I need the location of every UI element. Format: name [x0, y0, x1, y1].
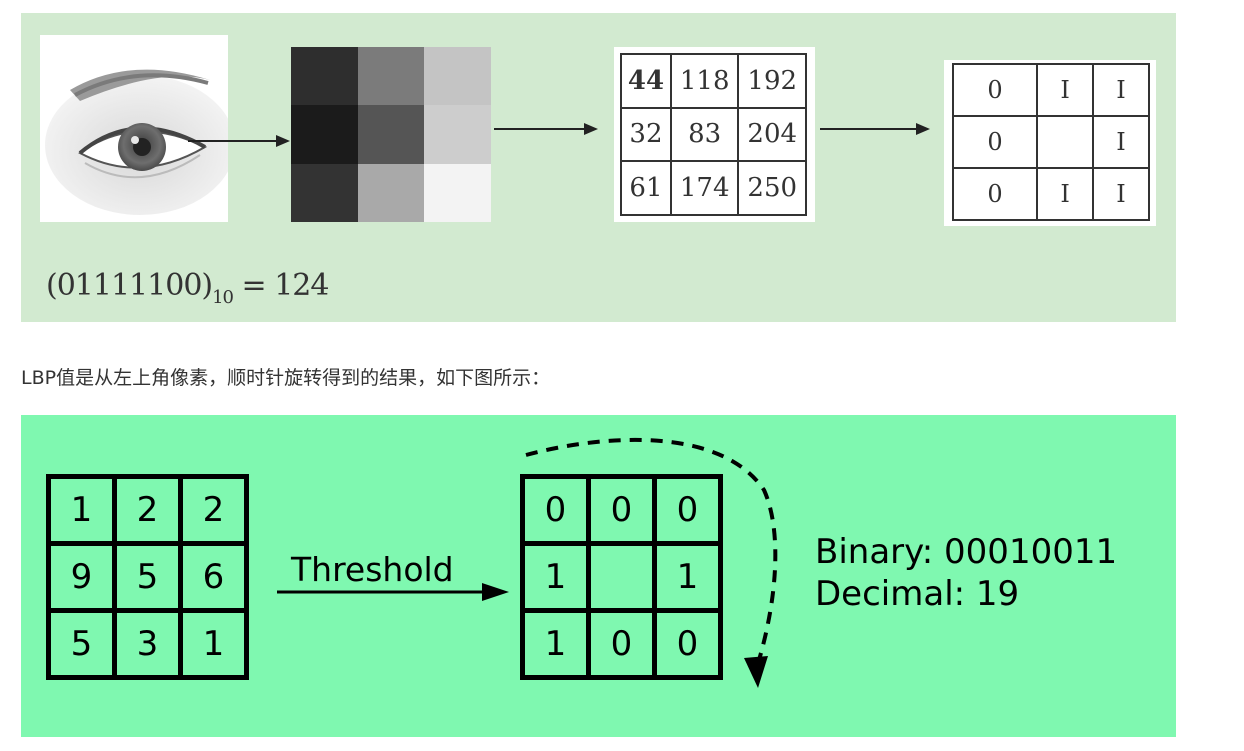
arrow-icon [494, 123, 598, 135]
input-cell: 2 [112, 474, 183, 546]
input-cell: 5 [46, 608, 117, 680]
decimal-result: Decimal: 19 [815, 574, 1020, 614]
gray-cell [291, 105, 358, 164]
binary-cell: 0 [951, 63, 1039, 117]
threshold-label: Threshold [291, 550, 454, 589]
gray-cell [357, 47, 425, 106]
gray-cell [424, 163, 491, 222]
binary-cell: I [1036, 63, 1095, 117]
result-text: Binary: 00010011 Decimal: 19 [815, 531, 1117, 615]
input-cell: 9 [46, 541, 117, 613]
binary-cell: I [1036, 167, 1095, 221]
output-cell: 1 [520, 541, 591, 613]
grayscale-patch [291, 47, 491, 222]
pixel-cell: 250 [737, 160, 807, 216]
binary-cell: 0 [951, 115, 1039, 169]
gray-cell [424, 105, 491, 164]
output-cell: 1 [652, 541, 723, 613]
input-cell: 2 [178, 474, 249, 546]
binary-result: Binary: 00010011 [815, 532, 1118, 572]
pixel-cell: 174 [669, 160, 740, 216]
pixel-cell: 83 [669, 106, 740, 163]
output-cell: 1 [520, 608, 591, 680]
output-cell: 0 [652, 608, 723, 680]
gray-cell [291, 163, 358, 222]
caption-text: LBP值是从左上角像素，顺时针旋转得到的结果，如下图所示： [21, 367, 551, 389]
pixel-cell: 192 [737, 53, 807, 109]
formula-binary: (01111100) [46, 268, 213, 303]
output-cell: 0 [652, 474, 723, 546]
pixel-cell: 44 [620, 53, 672, 109]
arrow-icon [188, 135, 290, 147]
input-cell: 1 [46, 474, 117, 546]
binary-cell: I [1092, 167, 1150, 221]
arrow-icon [820, 123, 930, 135]
gray-cell [291, 47, 358, 106]
output-cell: 0 [520, 474, 591, 546]
clockwise-arrow-icon [525, 437, 778, 688]
formula-base: 10 [212, 287, 234, 308]
binary-cell: I [1092, 115, 1150, 169]
pixel-cell: 32 [620, 106, 672, 163]
binary-cell: I [1092, 63, 1150, 117]
binary-cell [1036, 115, 1095, 169]
input-cell: 5 [112, 541, 183, 613]
eye-photo-icon [40, 35, 235, 222]
threshold-arrow-icon [277, 583, 509, 601]
gray-cell [424, 47, 491, 106]
pixel-cell: 204 [737, 106, 807, 163]
input-cell: 3 [112, 608, 183, 680]
input-cell: 6 [178, 541, 249, 613]
pixel-cell: 118 [669, 53, 740, 109]
output-cell: 0 [586, 474, 657, 546]
output-cell [586, 541, 657, 613]
gray-cell [357, 105, 425, 164]
output-cell: 0 [586, 608, 657, 680]
lbp-formula: (01111100)10 = 124 [46, 268, 330, 308]
gray-cell [357, 163, 425, 222]
binary-cell: 0 [951, 167, 1039, 221]
pixel-cell: 61 [620, 160, 672, 216]
input-cell: 1 [178, 608, 249, 680]
formula-result: = 124 [233, 268, 330, 303]
